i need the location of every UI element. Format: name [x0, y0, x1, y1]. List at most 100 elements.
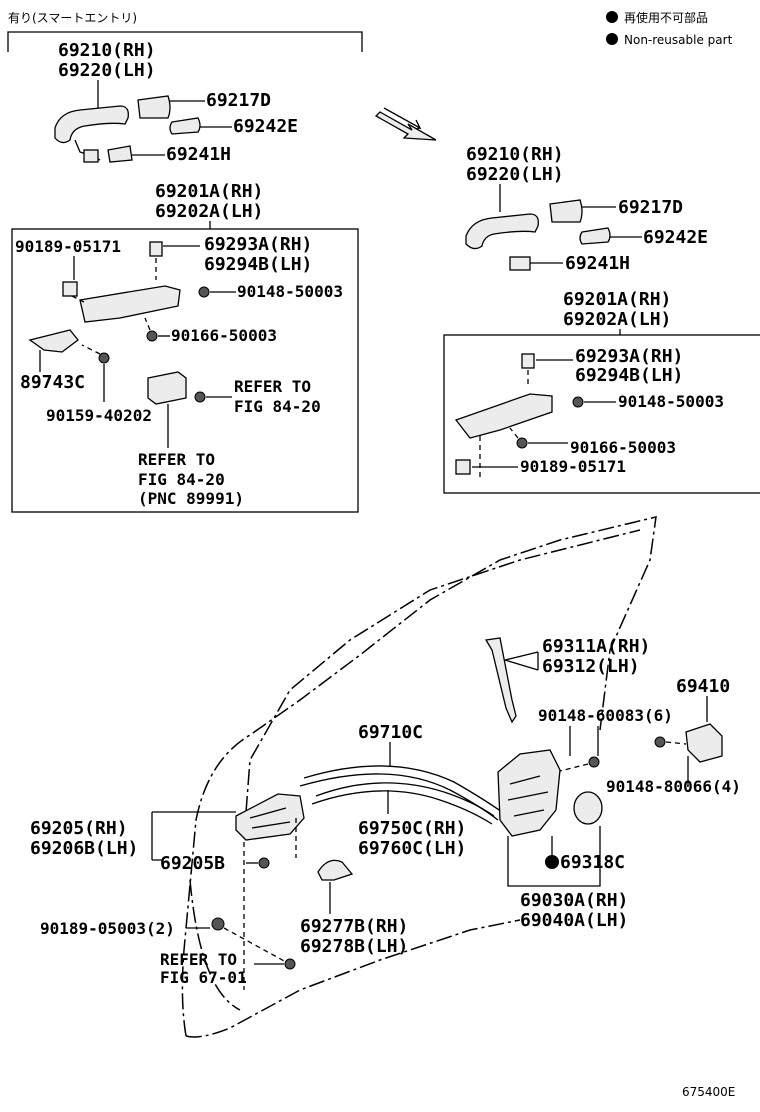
label-90148-50003: 90148-50003 — [237, 282, 343, 301]
label-69217d: 69217D — [206, 90, 271, 111]
lock-cover-part — [573, 791, 603, 825]
label-69030a-rh: 69030A(RH) — [520, 890, 628, 911]
label-69278b-lh: 69278B(LH) — [300, 936, 408, 957]
label-fig-84-20-1: FIG 84-20 — [234, 397, 321, 416]
label-pnc-89991: (PNC 89991) — [138, 489, 244, 508]
handle-gasket-part — [107, 145, 133, 163]
label-69293a-rh: 69293A(RH) — [204, 234, 312, 255]
label-90148-80066: 90148-80066(4) — [606, 777, 741, 796]
lock-rod-part — [484, 637, 517, 724]
striker-part — [685, 723, 723, 763]
label-90148-60083: 90148-60083(6) — [538, 706, 673, 725]
variant-note: 有り(スマートエントリ) — [8, 11, 137, 25]
label-69318c: 69318C — [560, 852, 625, 873]
frame-clip-part-b — [455, 459, 471, 475]
label-69750c-rh: 69750C(RH) — [358, 818, 466, 839]
label-69294b-lh-b: 69294B(LH) — [575, 365, 683, 386]
handle-pad-part — [169, 117, 201, 135]
bolt-icon — [258, 857, 270, 869]
door-window-frame — [245, 529, 641, 813]
door-front-edge — [189, 879, 241, 1011]
legend-jp: 再使用不可部品 — [624, 10, 708, 25]
handle-connector-part — [83, 149, 99, 163]
label-69311a-rh: 69311A(RH) — [542, 636, 650, 657]
non-reusable-dot-icon — [545, 855, 559, 869]
bolt-icon — [198, 286, 210, 298]
label-69242e-b: 69242E — [643, 227, 708, 248]
label-69293a-rh-b: 69293A(RH) — [575, 346, 683, 367]
label-69312-lh: 69312(LH) — [542, 656, 640, 677]
label-69206b-lh: 69206B(LH) — [30, 838, 138, 859]
label-69202a-lh-b: 69202A(LH) — [563, 309, 671, 330]
handle-frame-part-b — [454, 393, 553, 439]
outside-handle-part-b — [465, 213, 539, 250]
label-90159-40202: 90159-40202 — [46, 406, 152, 425]
label-fig-67-01: FIG 67-01 — [160, 968, 247, 987]
screw-icon — [146, 330, 158, 342]
screw-icon — [211, 917, 225, 931]
non-reusable-dot-icon — [606, 11, 618, 23]
screw-icon — [284, 958, 296, 970]
door-outline — [181, 516, 657, 1037]
label-69241h: 69241H — [166, 144, 231, 165]
handle-cover-part — [317, 859, 354, 881]
legend-en: Non-reusable part — [624, 33, 733, 47]
label-refer-to-2: REFER TO — [138, 450, 215, 469]
bolt-icon — [194, 391, 206, 403]
label-69242e: 69242E — [233, 116, 298, 137]
figure-id: 675400E — [682, 1085, 735, 1099]
label-69277b-rh: 69277B(RH) — [300, 916, 408, 937]
sensor-module-part — [147, 371, 187, 405]
door-lock-part — [497, 749, 561, 837]
handle-cap-part — [137, 95, 171, 119]
variant-bracket — [7, 31, 363, 52]
label-refer-to-3: REFER TO — [160, 950, 237, 969]
label-69410: 69410 — [676, 676, 730, 697]
frame-assembly-box-b — [443, 334, 760, 494]
label-69210-rh-b: 69210(RH) — [466, 144, 564, 165]
label-69241h-b: 69241H — [565, 253, 630, 274]
label-fig-84-20-2: FIG 84-20 — [138, 470, 225, 489]
label-69220-lh: 69220(LH) — [58, 60, 156, 81]
arrow-icon — [374, 111, 437, 141]
cable-open-part — [299, 773, 499, 821]
frame-stopper-part-b — [521, 353, 535, 369]
label-89743c: 89743C — [20, 372, 85, 393]
label-69210-rh: 69210(RH) — [58, 40, 156, 61]
label-69202a-lh: 69202A(LH) — [155, 201, 263, 222]
label-90189-05171: 90189-05171 — [15, 237, 121, 256]
frame-clip-part — [62, 281, 78, 297]
label-90166-50003-b: 90166-50003 — [570, 438, 676, 457]
frame-assembly-box — [11, 228, 359, 513]
handle-cap-part-b — [549, 199, 583, 223]
label-90148-50003-b: 90148-50003 — [618, 392, 724, 411]
label-69201a-rh-b: 69201A(RH) — [563, 289, 671, 310]
handle-frame-part — [79, 285, 181, 323]
handle-pad-part-b — [579, 227, 611, 245]
lock-bracket-part — [28, 329, 79, 353]
handle-gasket-part-b — [509, 256, 531, 271]
frame-stopper-part — [149, 241, 163, 257]
bolt-icon — [588, 756, 600, 768]
label-69205-rh: 69205(RH) — [30, 818, 128, 839]
label-69710c: 69710C — [358, 722, 423, 743]
label-69205b: 69205B — [160, 853, 225, 874]
cable-lock-part — [311, 790, 493, 825]
label-69040a-lh: 69040A(LH) — [520, 910, 628, 931]
screw-icon — [98, 352, 110, 364]
label-69217d-b: 69217D — [618, 197, 683, 218]
bolt-icon — [572, 396, 584, 408]
label-69294b-lh: 69294B(LH) — [204, 254, 312, 275]
label-69760c-lh: 69760C(LH) — [358, 838, 466, 859]
non-reusable-dot-icon — [606, 33, 618, 45]
label-69201a-rh: 69201A(RH) — [155, 181, 263, 202]
label-69220-lh-b: 69220(LH) — [466, 164, 564, 185]
outside-handle-part — [54, 105, 129, 144]
label-90166-50003: 90166-50003 — [171, 326, 277, 345]
label-refer-to-1: REFER TO — [234, 377, 311, 396]
door-bottom-edge — [185, 919, 521, 1038]
label-90189-05171-b: 90189-05171 — [520, 457, 626, 476]
screw-icon — [516, 437, 528, 449]
label-90189-05003: 90189-05003(2) — [40, 919, 175, 938]
